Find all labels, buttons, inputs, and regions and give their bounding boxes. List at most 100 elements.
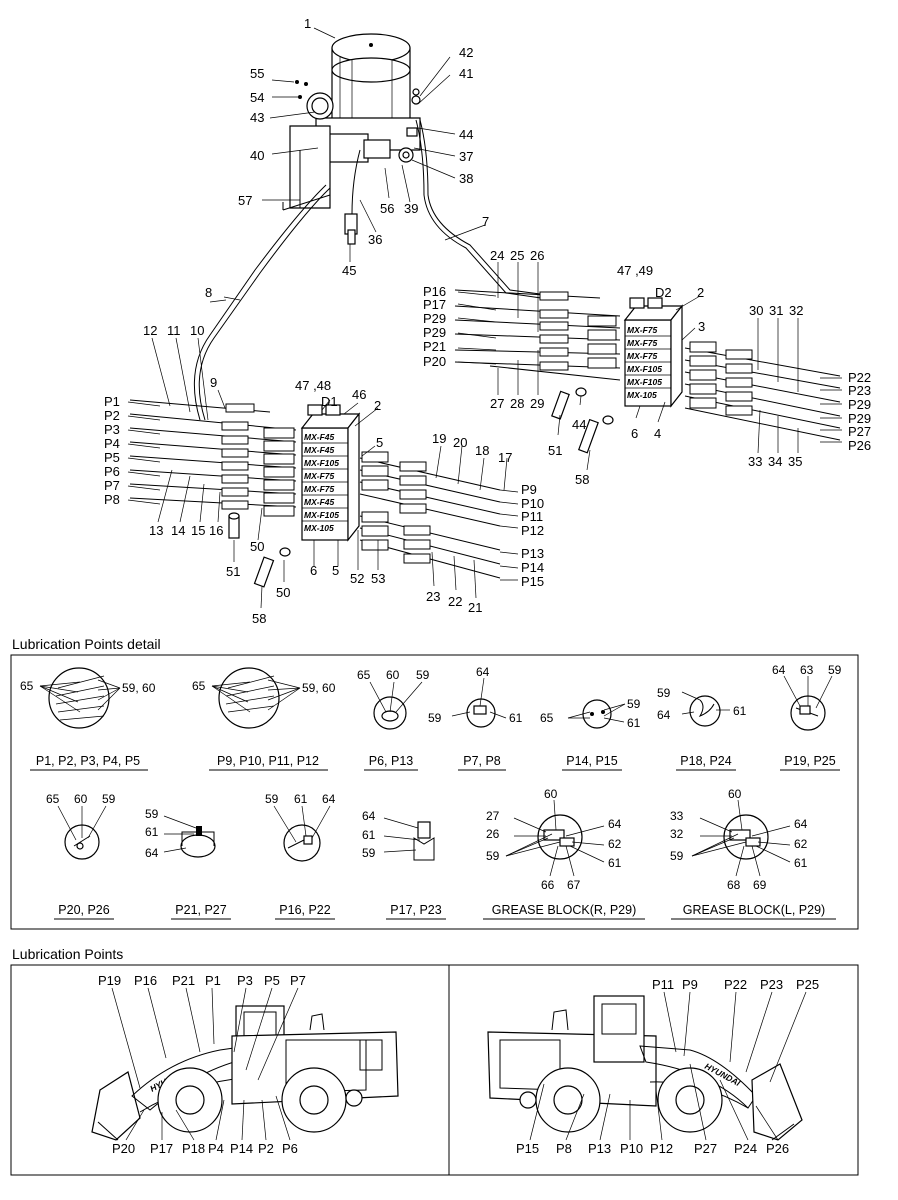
point-label: P22 [724,977,747,992]
callout: P5 [104,450,120,465]
callout: 9 [210,375,217,390]
callout: 50 [250,539,264,554]
detail-caption: P21, P27 [175,903,226,917]
block-d2-segment: MX-F75 [627,338,658,348]
point-label: P13 [588,1141,611,1156]
detail-label: 59 [145,807,159,821]
point-label: P19 [98,973,121,988]
callout: 24 [490,248,504,263]
callout: P7 [104,478,120,493]
detail-caption: P16, P22 [279,903,330,917]
callout: P11 [521,509,543,524]
callout: 18 [475,443,489,458]
detail-label: 64 [772,663,786,677]
callout: 52 [350,571,364,586]
hose-lines [193,119,556,421]
detail-label: 59 [828,663,842,677]
callout: P4 [104,436,120,451]
callout: P29 [848,397,871,412]
callout: 1 [304,16,311,31]
callout: 36 [368,232,382,247]
detail-label: 64 [362,809,376,823]
detail-label: 61 [794,856,808,870]
d1-right-lines [359,451,501,579]
callout: P14 [521,560,544,575]
block-d1-segment: MX-F45 [304,497,335,507]
callout: P20 [423,354,446,369]
callout: 58 [252,611,266,626]
detail-p18-p24: 59 64 61 [657,686,747,727]
callout: 20 [453,435,467,450]
callout: P8 [104,492,120,507]
loader-right-view: HYUNDAI [487,995,803,1141]
block-d2-segment: MX-F105 [627,364,662,374]
callout: 58 [575,472,589,487]
section-title-points: Lubrication Points [12,946,123,962]
detail-label: 60 [386,668,400,682]
detail-label: 68 [727,878,741,892]
block-d1-segment: MX-F105 [304,510,339,520]
detail-label: 61 [733,704,747,718]
callout: 5 [376,435,383,450]
detail-label: 61 [294,792,308,806]
block-d2-segment: MX-F105 [627,377,662,387]
section-title-detail: Lubrication Points detail [12,636,161,652]
callout-labels: 1 42 41 55 54 43 44 37 40 38 57 56 39 7 … [104,16,871,626]
block-d2-labels: MX-F75 MX-F75 MX-F75 MX-F105 MX-F105 MX-… [627,325,662,400]
point-label: P1 [205,973,221,988]
d2-left-lines [454,289,621,381]
detail-label: 61 [362,828,376,842]
callout: 23 [426,589,440,604]
detail-grease-block-r: 60 27 26 64 62 59 61 66 67 [486,787,622,892]
loader-right-labels: P11 P9 P22 P23 P25 P15 P8 P13 P10 P12 P2… [516,977,819,1156]
detail-caption: GREASE BLOCK(L, P29) [683,903,825,917]
detail-label: 60 [728,787,742,801]
detail-label: 33 [670,809,684,823]
detail-p17-p23: 64 61 59 [362,809,435,861]
callout: 12 [143,323,157,338]
detail-p14-p15: 59 65 61 [540,697,641,730]
detail-label: 64 [322,792,336,806]
point-label: P16 [134,973,157,988]
callout: 26 [530,248,544,263]
distributor-block-d2: MX-F75 MX-F75 MX-F75 MX-F105 MX-F105 MX-… [623,297,684,408]
block-d1-segment: MX-F45 [304,445,335,455]
callout: 39 [404,201,418,216]
detail-label: 60 [544,787,558,801]
point-label: P4 [208,1141,224,1156]
callout: 2 [697,285,704,300]
callout: 35 [788,454,802,469]
callout: 55 [250,66,264,81]
block-d2-segment: MX-105 [627,390,657,400]
callout: 43 [250,110,264,125]
callout: 11 [167,323,181,338]
detail-label: 26 [486,827,500,841]
callout: 51 [226,564,240,579]
detail-label: 64 [608,817,622,831]
detail-label: 65 [540,711,554,725]
callout: 30 [749,303,763,318]
point-label: P17 [150,1141,173,1156]
callout: 6 [631,426,638,441]
detail-p9-p12: 65 59, 60 [192,667,336,729]
loader-left-labels: P19 P16 P21 P1 P3 P5 P7 P20 P17 P18 P4 P… [98,973,306,1156]
point-label: P14 [230,1141,253,1156]
callout: P3 [104,422,120,437]
point-label: P6 [282,1141,298,1156]
callout: 29 [530,396,544,411]
detail-label: 69 [753,878,767,892]
d2-right-lines [684,341,841,441]
callout: 17 [498,450,512,465]
point-label: P27 [694,1141,717,1156]
point-label: P26 [766,1141,789,1156]
callout: 6 [310,563,317,578]
detail-p16-p22: 59 61 64 [265,792,336,862]
point-label: P20 [112,1141,135,1156]
block-d1-segment: MX-F45 [304,432,335,442]
loader-left-leaders [111,987,299,1141]
callout: 13 [149,523,163,538]
detail-label: 60 [74,792,88,806]
callout: P6 [104,464,120,479]
callout: 27 [490,396,504,411]
